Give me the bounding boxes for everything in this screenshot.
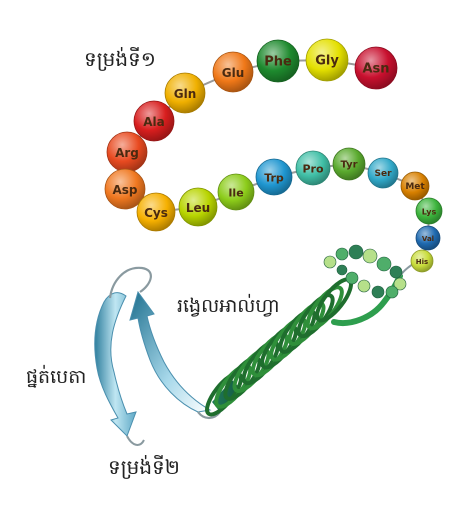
bead-label: Glu [222,66,245,80]
alpha-helix [205,277,353,417]
beta-turn [108,266,152,299]
beta-strand-2 [129,290,212,413]
bead-label: Ile [228,187,243,200]
bead-circle [164,72,206,114]
beta-strand-1 [94,292,137,437]
bead-label: Leu [186,201,210,215]
helix-turn-beads [323,244,407,299]
bead-label: Lys [422,208,437,217]
bead-label: Phe [264,55,292,70]
bead-circle [400,171,430,201]
turn-bead [371,285,385,299]
turn-bead [393,277,407,291]
amino-acid-bead-pro: Pro [295,150,331,186]
turn-bead [385,285,399,299]
bead-circle [255,158,293,196]
bead-label: Arg [115,146,139,160]
turn-bead [376,256,392,272]
amino-acid-bead-phe: Phe [256,39,300,83]
bead-circle [217,173,255,211]
amino-acid-bead-tyr: Tyr [332,147,366,181]
amino-acid-bead-leu: Leu [178,187,218,227]
turn-bead [357,279,371,293]
bead-label: Met [405,182,425,192]
amino-acid-bead-ala: Ala [133,100,175,142]
amino-acid-bead-ser: Ser [367,157,399,189]
turn-bead [335,247,349,261]
amino-acid-bead-lys: Lys [415,197,443,225]
bead-label: Gln [174,87,197,101]
amino-acid-bead-met: Met [400,171,430,201]
amino-acid-bead-arg: Arg [106,131,148,173]
turn-bead [362,248,378,264]
amino-acid-bead-ile: Ile [217,173,255,211]
bead-circle [133,100,175,142]
bead-circle [415,225,441,251]
amino-acid-bead-asn: Asn [354,46,398,90]
turn-bead [389,265,403,279]
amino-acid-bead-gly: Gly [305,38,349,82]
amino-acid-bead-asp: Asp [104,168,146,210]
bead-label: Asp [112,183,137,197]
bead-circle [104,168,146,210]
amino-acid-bead-glu: Glu [212,51,254,93]
bead-circle [178,187,218,227]
secondary-structure-label: ទម្រង់ទី២ [108,455,180,479]
bead-label: Val [422,235,434,243]
turn-bead [345,271,359,285]
bead-label: Gly [315,54,339,69]
bead-circle [415,197,443,225]
amino-acid-bead-gln: Gln [164,72,206,114]
bead-label: Trp [264,172,284,185]
amino-acid-bead-his: His [410,249,434,273]
bead-label: Tyr [340,160,357,171]
turn-bead [336,264,348,276]
bead-label: Pro [302,163,323,176]
amino-acid-bead-cys: Cys [136,192,176,232]
bead-circle [354,46,398,90]
bead-circle [212,51,254,93]
turn-bead [323,255,337,269]
bead-circle [136,192,176,232]
bead-circle [295,150,331,186]
bead-label: Cys [144,206,168,220]
bead-circle [305,38,349,82]
bead-circle [332,147,366,181]
bead-label: Asn [362,62,389,77]
bead-label: Ala [143,115,165,129]
bead-label: His [416,258,428,266]
beta-loop [126,435,145,446]
bead-circle [256,39,300,83]
amino-acid-bead-trp: Trp [255,158,293,196]
bead-circle [410,249,434,273]
bead-circle [367,157,399,189]
bead-label: Ser [374,169,392,179]
amino-acid-bead-val: Val [415,225,441,251]
beta-sheet-label: ផ្នត់បេតា [26,366,87,388]
turn-bead [348,244,364,260]
alpha-helix-label: រង្វេលអាល់ហ្វា [177,295,280,317]
primary-structure-label: ទម្រង់ទី១ [84,47,156,71]
